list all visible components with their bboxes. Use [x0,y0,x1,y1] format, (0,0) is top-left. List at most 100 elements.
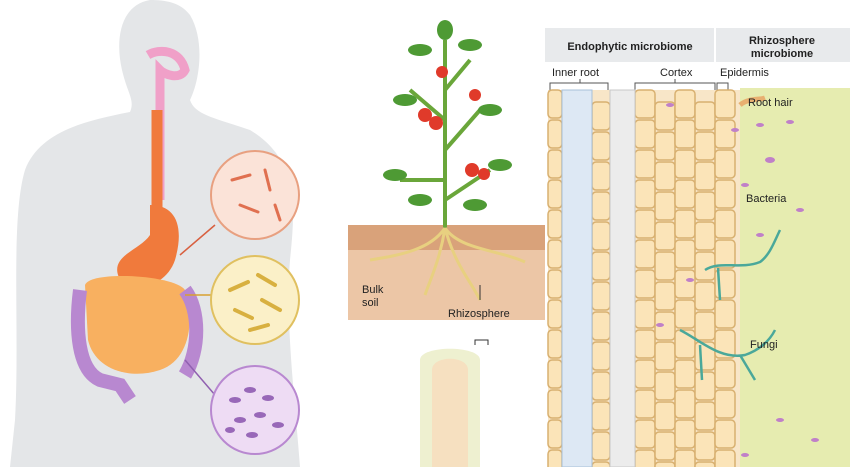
plant-cell [694,161,716,191]
bulk-soil-label-1: Bulk [362,284,384,296]
fungi-label: Fungi [750,339,778,351]
plant-cell [634,419,656,449]
plant-cell [654,341,676,371]
plant-cell [674,239,696,269]
plant-cell [674,149,696,179]
microbe-circle-colon [210,365,300,455]
plant-cell [714,359,736,389]
root-hair-label: Root hair [748,97,793,109]
root-hair [738,95,766,108]
plant-cell [694,311,716,341]
plant-cell [591,281,611,311]
plant-cell [654,251,676,281]
bacteria-label: Bacteria [746,193,787,205]
plant-cell [591,101,611,131]
plant-cell [591,431,611,461]
fungal-hyphae [679,229,782,381]
plant-cell [634,149,656,179]
plant-cell [547,419,563,449]
plant-cell [591,341,611,371]
plant-cell [547,359,563,389]
plant-cell [654,461,676,467]
rhizosphere-zone [740,88,850,467]
microbe-circle-stomach [210,150,300,240]
plant-cell [634,299,656,329]
plant-cell [634,179,656,209]
plant-cell [674,329,696,359]
tomato-plant: Bulk soil Rhizosphere [348,20,545,467]
plant-cell [694,401,716,431]
bulk-soil-label-2: soil [362,297,379,309]
plant-cell [634,239,656,269]
stomach [117,205,179,287]
plant-cell [674,269,696,299]
plant-cell [634,89,656,119]
plant-cell [694,131,716,161]
plant-cell [591,161,611,191]
plant-cell [674,89,696,119]
plant-cell [634,329,656,359]
plant-cell [591,191,611,221]
plant-cell [694,221,716,251]
plant-cell [714,149,736,179]
plant-cell [547,449,563,467]
plant-cell [547,119,563,149]
endophytic-header: Endophytic microbiome [567,41,692,53]
large-intestine [70,285,204,404]
plant-cell [634,209,656,239]
plant-cell [654,401,676,431]
plant-cell [634,389,656,419]
cortex-label: Cortex [660,67,693,79]
plant-cell [694,191,716,221]
plant-cell [714,299,736,329]
plant-cell [674,299,696,329]
esophagus [145,46,190,200]
plant-cell [591,131,611,161]
plant-cell [714,389,736,419]
plant-cell [674,359,696,389]
bacteria-cluster [656,103,819,457]
plant-cell [714,119,736,149]
root-section: Endophytic microbiome Rhizosphere microb… [545,28,850,467]
epidermis-label: Epidermis [720,67,769,79]
plant-cell [654,371,676,401]
plant-cell [714,419,736,449]
plant-cell [654,431,676,461]
plant-cell [674,389,696,419]
plant-cell [714,89,736,119]
plant-cell [654,191,676,221]
plant-cell [654,131,676,161]
plant-cell [547,329,563,359]
plant-cell [694,281,716,311]
plant-cell [714,239,736,269]
plant-cell [634,119,656,149]
plant-cell [547,89,563,119]
plant-cell [634,269,656,299]
plant-cell [714,449,736,467]
plant-cell [654,221,676,251]
small-intestine [85,275,190,374]
plant-cell [547,239,563,269]
plant-cell [634,359,656,389]
rhizosphere-label: Rhizosphere [448,308,510,320]
plant-cell [547,389,563,419]
rhizosphere-header-1: Rhizosphere [749,35,815,47]
human-body [10,0,300,467]
rhizosphere-header-2: microbiome [751,48,813,60]
plant-cell [674,209,696,239]
plant-cell [674,179,696,209]
plant-cell [654,281,676,311]
plant-cell [547,149,563,179]
inner-root-label: Inner root [552,67,599,79]
plant-cell [547,209,563,239]
plant-cell [591,251,611,281]
plant-cell [694,461,716,467]
plant-cell [591,461,611,467]
plant-cell [654,161,676,191]
plant-cell [694,371,716,401]
plant-cell [714,179,736,209]
plant-cell [591,221,611,251]
plant-cell [714,209,736,239]
plant-cell [547,269,563,299]
